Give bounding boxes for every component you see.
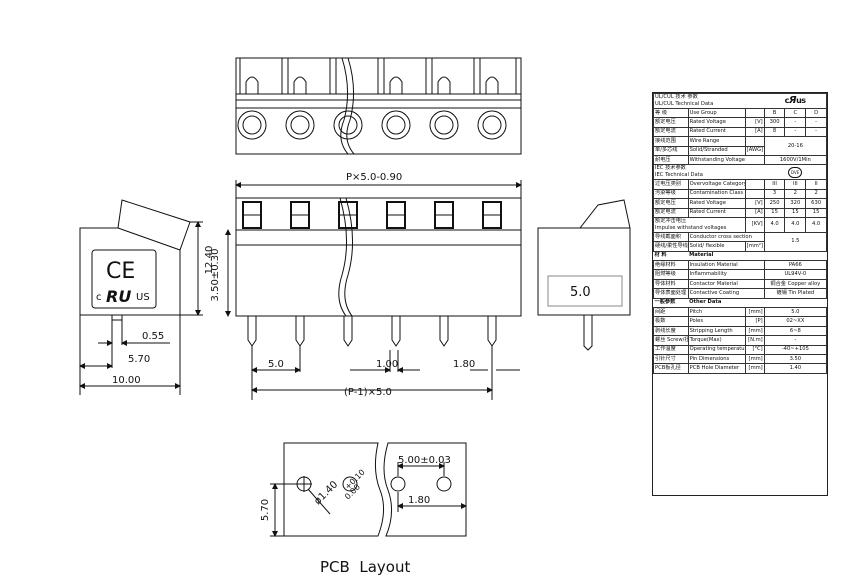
front-view — [225, 180, 522, 400]
top-view-slots — [239, 58, 517, 94]
right-side-view — [537, 199, 631, 351]
top-view-wire-holes — [245, 76, 499, 94]
dim-pin-width: 1.00 — [376, 359, 398, 370]
dim-pin-offset: 0.55 — [142, 331, 164, 342]
dim-pin-gap: 1.80 — [453, 359, 475, 370]
ul-header-en: UL/CUL Technical Data — [655, 101, 714, 107]
pcb-layout — [270, 442, 467, 537]
other-row: 螺丝 Screw/扭矩Torque(Max)[N.m]- — [653, 335, 828, 346]
front-view-pins — [247, 316, 497, 347]
ul-logo: cЯus — [784, 94, 806, 106]
dim-pitch-formula: P×5.0-0.90 — [346, 172, 402, 183]
ce-logo: CE — [106, 259, 135, 284]
ul-logo-c: c — [96, 292, 102, 303]
dim-pin-height: 3.50±0.30 — [210, 249, 221, 302]
pcb-hole — [342, 476, 358, 492]
top-view — [235, 57, 522, 155]
pcb-hole — [436, 476, 452, 492]
ul-logo-us: US — [136, 292, 150, 303]
pcb-height: 5.70 — [260, 499, 271, 521]
dim-pin-pitch: 5.0 — [268, 359, 284, 370]
certification-logos: CE c RU US — [96, 259, 150, 306]
ul-logo-mark: RU — [106, 287, 131, 306]
ul-header-cn: UL/CUL 技术 参数 — [655, 94, 698, 101]
dim-body-width: 10.00 — [112, 375, 141, 386]
pcb-hole-dia: ø1.40 — [312, 479, 340, 507]
side-view-label: 5.0 — [570, 285, 591, 300]
pcb-hole-pitch: 5.00±0.03 — [398, 455, 451, 466]
front-view-screws — [242, 201, 502, 229]
dim-height: 12.40 — [204, 246, 215, 275]
pcb-hole — [390, 476, 406, 492]
top-view-screw-heads — [237, 110, 507, 140]
pcb-offset: 1.80 — [408, 495, 430, 506]
dim-pin-side: 5.70 — [128, 354, 150, 365]
pcb-layout-title: PCB Layout — [320, 558, 410, 576]
vde-logo: DVE — [788, 166, 803, 178]
dim-total-pitch: (P-1)×5.0 — [344, 387, 392, 398]
left-side-view — [79, 199, 203, 395]
